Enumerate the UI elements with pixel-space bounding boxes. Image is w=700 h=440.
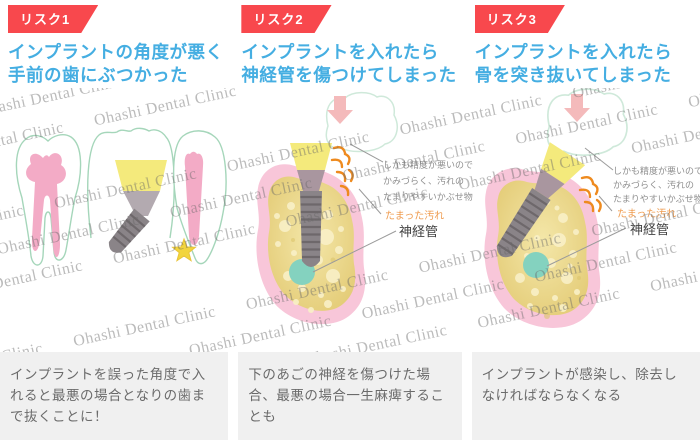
crown-note: たまりやすいかぶせ物 xyxy=(613,193,700,204)
impact-star-icon xyxy=(171,237,197,262)
nerve-label: 神経管 xyxy=(630,222,669,237)
bone-pores xyxy=(274,197,347,313)
panel-2-header: リスク2 インプラントを入れたら 神経管を傷つけてしまった xyxy=(233,0,466,88)
panel-3-title-line2: 骨を突き抜いてしまった xyxy=(474,65,672,85)
risk-panel-2: リスク2 インプラントを入れたら 神経管を傷つけてしまった xyxy=(233,0,473,440)
crown-note: しかも精度が悪いので xyxy=(613,165,700,176)
panel-3-illustration: しかも精度が悪いので かみづらく、汚れの たまりやすいかぶせ物 たまった汚れ 神… xyxy=(467,88,700,352)
risk-panel-3: リスク3 インプラントを入れたら 骨を突き抜いてしまった xyxy=(467,0,700,440)
dirt-leader-line xyxy=(358,188,382,215)
panel-2-title-line1: インプラントを入れたら xyxy=(241,42,439,62)
panel-1-title: インプラントの角度が悪く 手前の歯にぶつかった xyxy=(8,41,233,87)
implant-crown xyxy=(290,143,333,170)
middle-tooth-outline xyxy=(87,127,175,239)
implant-screw xyxy=(108,208,150,253)
crown-note-line xyxy=(350,143,384,163)
panel-3-header: リスク3 インプラントを入れたら 骨を突き抜いてしまった xyxy=(467,0,700,88)
plaque-sparks-icon xyxy=(578,175,602,213)
bite-force-arrow-icon xyxy=(563,94,590,122)
dirt-label: たまった汚れ xyxy=(385,209,444,222)
panel-2-title: インプラントを入れたら 神経管を傷つけてしまった xyxy=(241,41,466,87)
risk-badge-2: リスク2 xyxy=(241,5,331,33)
panel-1-header: リスク1 インプラントの角度が悪く 手前の歯にぶつかった xyxy=(0,0,233,88)
nerve-leader-line xyxy=(546,227,626,267)
implant xyxy=(108,160,167,253)
implant-screw xyxy=(496,187,551,258)
panel-2-title-line2: 神経管を傷つけてしまった xyxy=(241,65,457,85)
tooth-pulp xyxy=(26,153,66,258)
implant-crown xyxy=(115,160,167,191)
panel-3-caption: インプラントが感染し、除去しなければならなくなる xyxy=(471,352,700,440)
annotations: しかも精度が悪いので かみづらく、汚れの たまりやすいかぶせ物 たまった汚れ 神… xyxy=(546,147,700,267)
nerve-leader-line xyxy=(313,230,397,273)
panel-3-title: インプラントを入れたら 骨を突き抜いてしまった xyxy=(475,41,700,87)
panel-1-title-line2: 手前の歯にぶつかった xyxy=(8,65,188,85)
implant-abutment xyxy=(297,170,326,191)
left-molar-tooth xyxy=(15,134,82,266)
implant-abutment xyxy=(534,168,565,199)
crown-note: たまりやすいかぶせ物 xyxy=(383,191,473,202)
dirt-leader-line xyxy=(598,195,613,212)
panel-2-illustration: しかも精度が悪いので かみづらく、汚れの たまりやすいかぶせ物 たまった汚れ 神… xyxy=(233,88,473,352)
risk-badge-1: リスク1 xyxy=(8,5,98,33)
implant xyxy=(290,143,333,267)
dirt-label: たまった汚れ xyxy=(617,207,676,220)
panel-2-caption: 下のあごの神経を傷つけた場合、最悪の場合一生麻痺することも xyxy=(238,352,462,440)
crown-note: かみづらく、汚れの xyxy=(383,175,464,186)
bite-force-arrow-icon xyxy=(327,96,354,124)
implant-tilted xyxy=(496,142,585,258)
risk-panel-1: リスク1 インプラントの角度が悪く 手前の歯にぶつかった xyxy=(0,0,233,440)
nerve-canal xyxy=(522,252,549,278)
plaque-sparks-icon xyxy=(331,145,355,197)
molar-outline xyxy=(546,88,628,156)
panel-3-title-line1: インプラントを入れたら xyxy=(474,42,673,62)
crown-note-line xyxy=(584,147,613,171)
implant-screw xyxy=(300,191,323,267)
tooth-root-pulp xyxy=(184,151,204,245)
panel-1-title-line1: インプラントの角度が悪く xyxy=(8,42,224,62)
annotations: しかも精度が悪いので かみづらく、汚れの たまりやすいかぶせ物 たまった汚れ 神… xyxy=(313,143,473,273)
risk-badge-3: リスク3 xyxy=(475,5,565,33)
crown-note: しかも精度が悪いので xyxy=(383,159,473,170)
implant-abutment xyxy=(123,191,160,216)
crown-note: かみづらく、汚れの xyxy=(613,179,694,190)
nerve-label: 神経管 xyxy=(399,224,438,239)
panel-1-caption: インプラントを誤った角度で入れると最悪の場合となりの歯まで抜くことに！ xyxy=(0,352,229,440)
implant-crown xyxy=(540,142,585,184)
panel-1-illustration xyxy=(0,88,233,352)
right-tooth xyxy=(172,130,227,265)
